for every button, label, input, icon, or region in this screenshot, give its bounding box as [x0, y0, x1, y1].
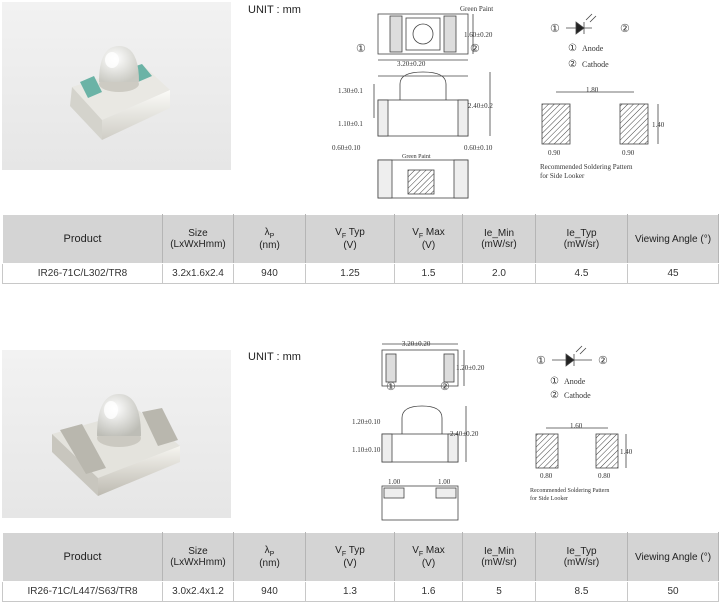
- dim-320: 3.20±0.20: [397, 60, 426, 68]
- cell-product: IR26-71C/L302/TR8: [2, 263, 163, 284]
- spec-table-2: Product Size(LxWxHmm) λP(nm) VF Typ(V) V…: [2, 532, 719, 602]
- col-ie-typ: Ie_Typ(mW/sr): [535, 532, 628, 582]
- dim-110: 1.10±0.10: [352, 446, 381, 454]
- table-header-row: Product Size(LxWxHmm) λP(nm) VF Typ(V) V…: [2, 532, 719, 582]
- legend-anode: Anode: [564, 377, 586, 386]
- marker-2: ②: [470, 43, 480, 55]
- legend-marker-1-anode: ①: [568, 43, 577, 54]
- col-size: Size(LxWxHmm): [162, 532, 234, 582]
- marker-1: ①: [356, 43, 366, 55]
- cell-ie-min: 2.0: [462, 263, 536, 284]
- col-viewing: Viewing Angle (°): [627, 214, 719, 264]
- cell-vf-max: 1.5: [394, 263, 463, 284]
- col-vf-max: VF Max(V): [394, 214, 463, 264]
- col-size: Size(LxWxHmm): [162, 214, 234, 264]
- col-viewing: Viewing Angle (°): [627, 532, 719, 582]
- product-photo-2: [2, 350, 231, 518]
- cell-size: 3.2x1.6x2.4: [162, 263, 234, 284]
- legend-cathode: Cathode: [564, 391, 591, 400]
- pattern-line-2: for Side Looker: [530, 495, 568, 502]
- dim-100-left: 1.00: [388, 478, 401, 486]
- pad-160: 1.60: [570, 422, 583, 430]
- col-lambda: λP(nm): [233, 214, 306, 264]
- legend-marker-1: ①: [550, 23, 560, 35]
- cell-lambda: 940: [233, 581, 306, 602]
- cell-vf-typ: 1.25: [305, 263, 395, 284]
- legend-cathode: Cathode: [582, 60, 609, 69]
- pad-140: 1.40: [620, 448, 633, 456]
- dim-green-paint-bottom: Green Paint: [402, 154, 431, 160]
- col-ie-typ: Ie_Typ(mW/sr): [535, 214, 628, 264]
- pad-180: 1.80: [586, 86, 599, 94]
- pad-090-left: 0.90: [548, 149, 561, 157]
- col-product: Product: [2, 214, 163, 264]
- cell-product: IR26-71C/L447/S63/TR8: [2, 581, 163, 602]
- pattern-line-2: for Side Looker: [540, 172, 585, 180]
- pad-140: 1.40: [652, 121, 665, 129]
- product-photo-1: [2, 2, 231, 170]
- cell-size: 3.0x2.4x1.2: [162, 581, 234, 602]
- cell-viewing: 50: [627, 581, 719, 602]
- marker-2: ②: [440, 381, 450, 393]
- dim-160: 1.60±0.20: [464, 31, 493, 39]
- cell-ie-typ: 8.5: [535, 581, 628, 602]
- cell-viewing: 45: [627, 263, 719, 284]
- dim-110: 1.10±0.1: [338, 120, 363, 128]
- col-vf-typ: VF Typ(V): [305, 532, 395, 582]
- dim-240: 2.40±0.20: [450, 430, 479, 438]
- col-vf-typ: VF Typ(V): [305, 214, 395, 264]
- dim-120: 1.20±0.20: [456, 364, 485, 372]
- dim-120b: 1.20±0.10: [352, 418, 381, 426]
- col-ie-min: Ie_Min(mW/sr): [462, 532, 536, 582]
- unit-label: UNIT : mm: [248, 4, 301, 16]
- table-row: IR26-71C/L447/S63/TR8 3.0x2.4x1.2 940 1.…: [2, 581, 719, 602]
- cell-lambda: 940: [233, 263, 306, 284]
- table-row: IR26-71C/L302/TR8 3.2x1.6x2.4 940 1.25 1…: [2, 263, 719, 284]
- cell-ie-min: 5: [462, 581, 536, 602]
- spec-table-1: Product Size(LxWxHmm) λP(nm) VF Typ(V) V…: [2, 214, 719, 284]
- table-header-row: Product Size(LxWxHmm) λP(nm) VF Typ(V) V…: [2, 214, 719, 264]
- col-lambda: λP(nm): [233, 532, 306, 582]
- pad-080-right: 0.80: [598, 472, 611, 480]
- marker-1: ①: [386, 381, 396, 393]
- legend-marker-2: ②: [598, 355, 608, 367]
- legend-marker-2-cathode: ②: [550, 390, 559, 401]
- pad-090-right: 0.90: [622, 149, 635, 157]
- dim-100-right: 1.00: [438, 478, 451, 486]
- dim-320: 3.20±0.20: [402, 340, 431, 348]
- dim-130: 1.30±0.1: [338, 87, 363, 95]
- dim-green-paint: Green Paint: [460, 5, 493, 13]
- dimension-drawing-1: ① ② Green Paint 1.60±0.20 3.20±0.20 1.30…: [332, 5, 665, 199]
- legend-marker-1: ①: [536, 355, 546, 367]
- legend-marker-1-anode: ①: [550, 376, 559, 387]
- unit-label-2: UNIT : mm: [248, 351, 301, 363]
- dimension-drawing-2: ① ② 3.20±0.20 1.20±0.20 1.20±0.10 1.10±0…: [352, 340, 633, 521]
- col-ie-min: Ie_Min(mW/sr): [462, 214, 536, 264]
- cell-vf-typ: 1.3: [305, 581, 395, 602]
- dim-240: 2.40±0.2: [468, 102, 493, 110]
- legend-marker-2-cathode: ②: [568, 59, 577, 70]
- legend-marker-2: ②: [620, 23, 630, 35]
- legend-anode: Anode: [582, 44, 604, 53]
- pad-080-left: 0.80: [540, 472, 553, 480]
- pattern-line-1: Recommended Soldering Pattern: [540, 163, 633, 171]
- pattern-line-1: Recommended Soldering Pattern: [530, 488, 609, 494]
- col-product: Product: [2, 532, 163, 582]
- col-vf-max: VF Max(V): [394, 532, 463, 582]
- cell-ie-typ: 4.5: [535, 263, 628, 284]
- dim-060-left: 0.60±0.10: [332, 144, 361, 152]
- dim-060-right: 0.60±0.10: [464, 144, 493, 152]
- cell-vf-max: 1.6: [394, 581, 463, 602]
